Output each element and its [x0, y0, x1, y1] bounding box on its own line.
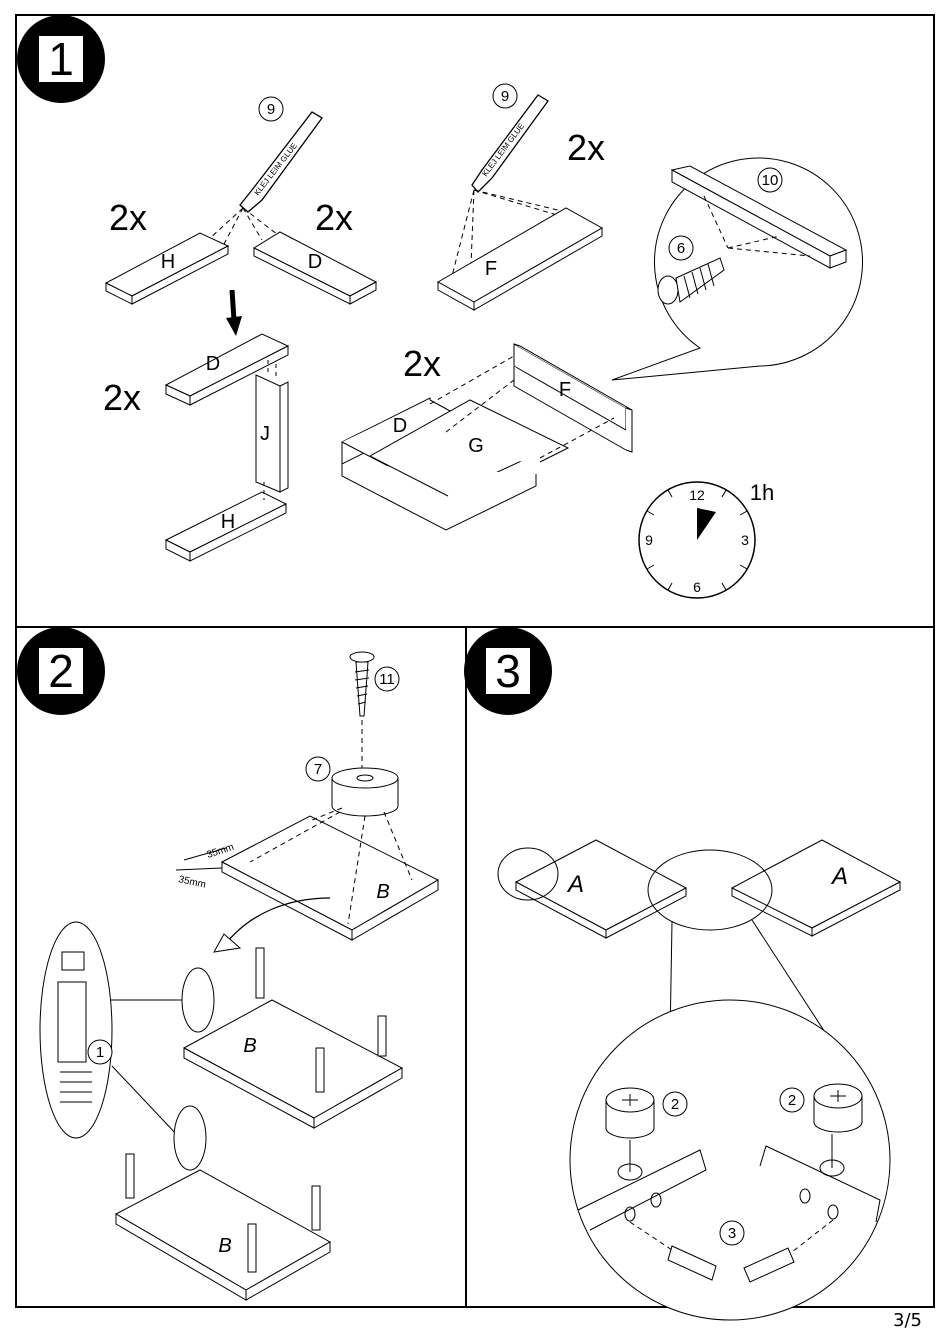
glue-bottle-right: KLEJ LEIM GLUE — [472, 95, 548, 192]
part-g: G — [468, 435, 484, 457]
svg-text:2: 2 — [788, 1092, 796, 1109]
svg-text:2: 2 — [671, 1096, 679, 1113]
step-3-badge: 3 — [464, 627, 552, 715]
svg-text:11: 11 — [379, 671, 395, 688]
board-b-middle — [184, 948, 402, 1128]
qty-frame: 2x — [103, 377, 141, 418]
callout-10: 10 — [758, 168, 782, 192]
glue-label-left: KLEJ LEIM GLUE — [252, 141, 299, 197]
svg-text:3: 3 — [495, 645, 521, 697]
page-number: 3/5 — [893, 1310, 922, 1331]
clock-9: 9 — [645, 532, 653, 548]
part-b-top: B — [376, 881, 389, 903]
callout-2-left: 2 — [663, 1092, 687, 1116]
glue-label-right: KLEJ LEIM GLUE — [480, 122, 526, 179]
panel-a-right — [732, 840, 900, 936]
part-b-middle: B — [243, 1035, 256, 1057]
part-f-top: F — [485, 258, 497, 280]
step-1-badge: 1 — [17, 15, 105, 103]
foot-icon — [332, 768, 398, 816]
clock-3: 3 — [741, 532, 749, 548]
board-b-bottom — [116, 1154, 330, 1300]
qty-f: 2x — [567, 127, 605, 168]
part-d-drawer: D — [393, 415, 407, 437]
cam-bolt-bubble — [40, 922, 188, 1138]
flip-arrow-head — [214, 934, 240, 952]
svg-text:1: 1 — [96, 1044, 104, 1061]
part-h-top: H — [161, 251, 175, 273]
dim-label-2: 35mm — [177, 874, 206, 891]
clock-12: 12 — [689, 487, 705, 503]
qty-h: 2x — [109, 197, 147, 238]
svg-text:3: 3 — [728, 1225, 736, 1242]
clock-icon: 12 3 6 9 — [639, 482, 755, 598]
callout-2-right: 2 — [780, 1088, 804, 1112]
board-f-top — [438, 208, 602, 310]
bolt-zoom-2 — [174, 1106, 206, 1170]
callout-6: 6 — [669, 236, 693, 260]
svg-text:7: 7 — [314, 761, 322, 778]
qty-d: 2x — [315, 197, 353, 238]
part-f-drawer: F — [559, 379, 571, 401]
board-b-top — [222, 816, 438, 940]
part-d-frame: D — [206, 353, 220, 375]
part-j: J — [260, 423, 270, 445]
part-a-left: A — [566, 871, 584, 898]
qty-drawer: 2x — [403, 343, 441, 384]
svg-text:10: 10 — [762, 172, 779, 189]
panel-a-left — [498, 840, 686, 938]
part-d-top: D — [308, 251, 322, 273]
callout-9-right: 9 — [493, 84, 517, 108]
screw-11-icon — [350, 652, 374, 716]
svg-text:2: 2 — [48, 645, 74, 697]
svg-text:1: 1 — [48, 33, 74, 85]
callout-3: 3 — [720, 1221, 744, 1245]
step-2-badge: 2 — [17, 627, 105, 715]
svg-text:9: 9 — [501, 88, 509, 105]
callout-1: 1 — [88, 1040, 112, 1064]
bolt-zoom-1 — [182, 968, 214, 1032]
part-h-frame: H — [221, 511, 235, 533]
detail-circle — [570, 1000, 890, 1320]
clock-6: 6 — [693, 579, 701, 595]
arrow-down-icon — [226, 290, 242, 336]
callout-7: 7 — [306, 757, 330, 781]
duration-label: 1h — [750, 480, 774, 505]
callout-11: 11 — [375, 667, 399, 691]
callout-9-left: 9 — [259, 97, 283, 121]
part-b-bottom: B — [218, 1235, 231, 1257]
part-a-right: A — [830, 863, 848, 890]
svg-text:9: 9 — [267, 101, 275, 118]
svg-text:6: 6 — [677, 240, 685, 257]
glue-bottle-left: KLEJ LEIM GLUE — [240, 112, 322, 212]
